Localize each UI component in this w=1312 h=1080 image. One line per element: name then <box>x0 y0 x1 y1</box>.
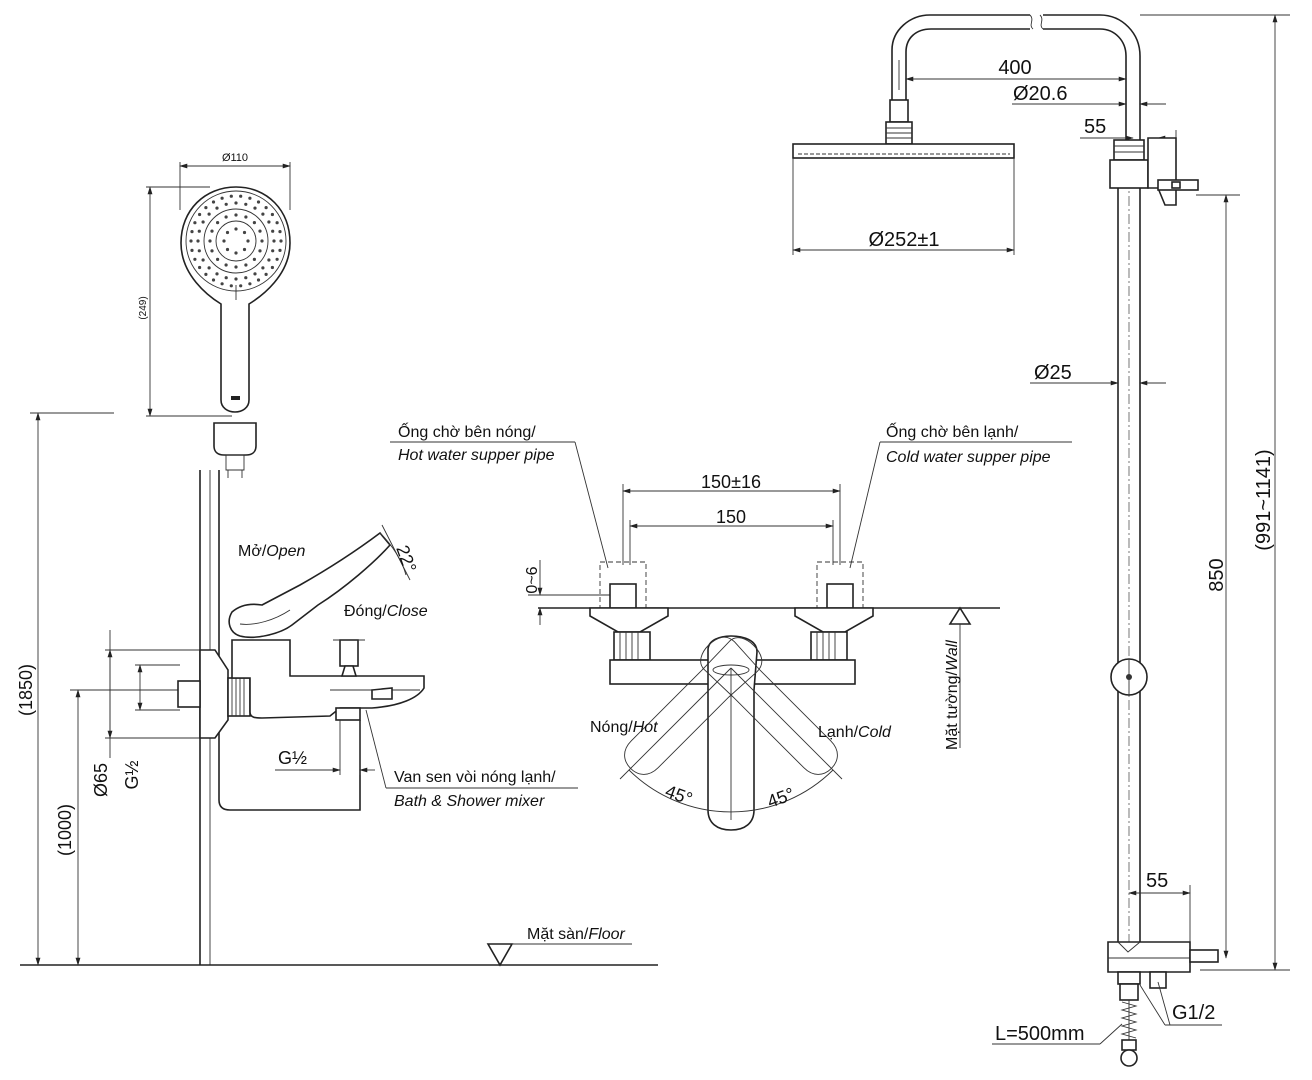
cold-pipe-label-en: Cold water supper pipe <box>886 449 1051 466</box>
shower-column: 400 Ø20.6 55 Ø252±1 <box>792 14 1290 1067</box>
angle-left: 45° <box>663 781 695 809</box>
cold-pipe-label: Ống chờ bên lạnh/ <box>886 421 1019 441</box>
handshower-detail: Ø110 (249) <box>138 152 291 478</box>
arm-diameter: Ø20.6 <box>1013 83 1067 105</box>
wall-label: Mặt tường/Wall <box>944 640 961 750</box>
handshower-length: (249) <box>138 296 149 319</box>
pipe-diameter: Ø25 <box>1034 362 1072 384</box>
open-label: Mở/Open <box>238 543 306 560</box>
spray-nozzles <box>189 194 283 288</box>
top-offset: 55 <box>1084 116 1106 138</box>
floor-label: Mặt sàn/Floor <box>527 926 625 943</box>
mixer-label: Van sen vòi nóng lạnh/ <box>394 769 556 786</box>
hot-pipe-label-en: Hot water supper pipe <box>398 447 555 464</box>
bottom-offset: 55 <box>1146 870 1168 892</box>
arm-length: 400 <box>998 57 1031 79</box>
thread-g12: G1/2 <box>1172 1002 1215 1024</box>
angle-22: 22° <box>392 543 420 575</box>
height-mixer: (1000) <box>55 804 75 856</box>
angle-right: 45° <box>765 784 797 812</box>
spacing-outer: 150±16 <box>701 472 761 492</box>
hot-label: Nóng/Hot <box>590 719 658 736</box>
handshower-diameter: Ø110 <box>222 152 248 164</box>
height-850: 850 <box>1206 558 1228 591</box>
close-label: Đóng/Close <box>344 603 428 620</box>
hot-pipe-label: Ống chờ bên nóng/ <box>398 421 536 441</box>
front-view: Ống chờ bên nóng/ Hot water supper pipe … <box>390 421 1072 831</box>
side-view: Mặt sàn/Floor (1850) (1000) Ø65 G½ <box>16 412 658 967</box>
spacing-inner: 150 <box>716 507 746 527</box>
height-range: (991~1141) <box>1253 449 1275 550</box>
height-total: (1850) <box>16 664 36 716</box>
offset-0-6: 0~6 <box>524 566 541 593</box>
thread-left: G½ <box>122 760 142 789</box>
diameter-65: Ø65 <box>91 763 111 797</box>
mixer-label-en: Bath & Shower mixer <box>394 793 545 810</box>
hose-length: L=500mm <box>995 1023 1085 1045</box>
head-diameter: Ø252±1 <box>868 229 939 251</box>
cold-label: Lạnh/Cold <box>818 724 892 741</box>
thread-bottom: G½ <box>278 748 307 768</box>
